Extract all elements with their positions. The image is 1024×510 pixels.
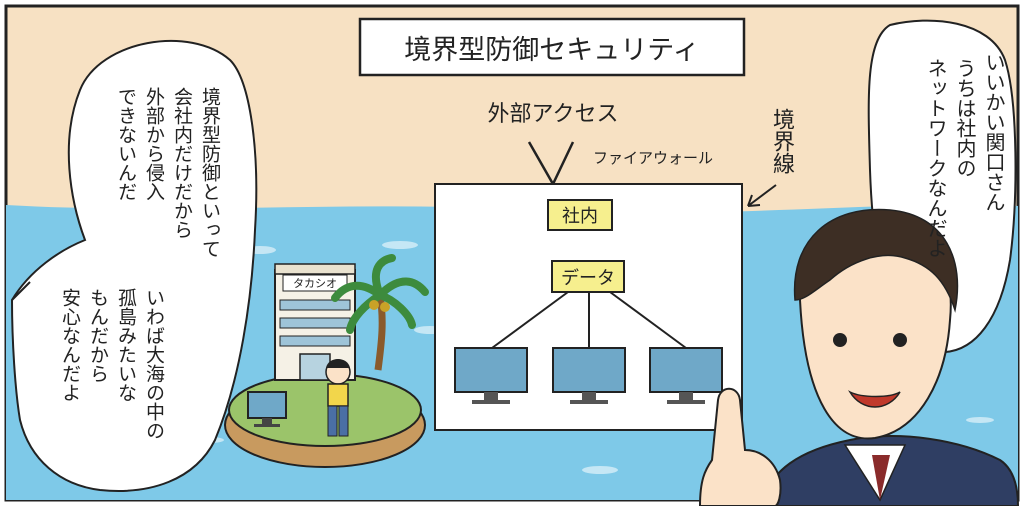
monitor-1 — [454, 347, 528, 393]
network-lines — [491, 291, 687, 349]
company-label-box — [547, 199, 613, 231]
speech-left-bottom-line-2: 孤島みたいな — [115, 288, 137, 402]
network-monitors — [454, 347, 723, 404]
building-sign: タカシオ — [293, 277, 337, 290]
external-access-label: 外部アクセス — [487, 102, 619, 127]
data-label-box — [551, 260, 625, 293]
firewall-label: ファイアウォール — [592, 148, 713, 167]
title-box — [358, 17, 746, 77]
speech-left-bottom-line-3: もんだから — [87, 288, 109, 383]
speech-right-line-3: ネットワークなんだよ — [924, 58, 948, 258]
monitor-3 — [649, 347, 723, 393]
data-label: データ — [561, 267, 615, 289]
speech-left-top-line-3: 外部から侵入 — [143, 87, 165, 201]
speech-left-bottom-line-4: 安心なんだよ — [59, 288, 81, 402]
title: 境界型防御セキュリティ — [404, 34, 700, 66]
speech-balloon-left — [10, 40, 258, 492]
palm-tree — [331, 254, 429, 371]
speech-left-bottom-line-1: いわば大海の中の — [143, 288, 165, 440]
boundary-line-label: 境界線 — [769, 108, 794, 174]
island — [224, 373, 426, 468]
speech-left-top-line-2: 会社内だけだから — [171, 87, 193, 239]
speech-left-top-line-1: 境界型防御といって — [199, 87, 221, 258]
speech-left-top-line-4: できないんだ — [115, 87, 137, 201]
boundary-arrow — [747, 184, 777, 207]
island-monitor — [247, 391, 287, 427]
speech-right-line-2: うちは社内の — [953, 58, 977, 178]
speech-right-line-1: いいかい関口さん — [982, 52, 1006, 212]
businessman — [698, 208, 1020, 507]
company-label: 社内 — [562, 206, 598, 227]
monitor-2 — [552, 347, 626, 393]
small-person — [325, 359, 351, 437]
